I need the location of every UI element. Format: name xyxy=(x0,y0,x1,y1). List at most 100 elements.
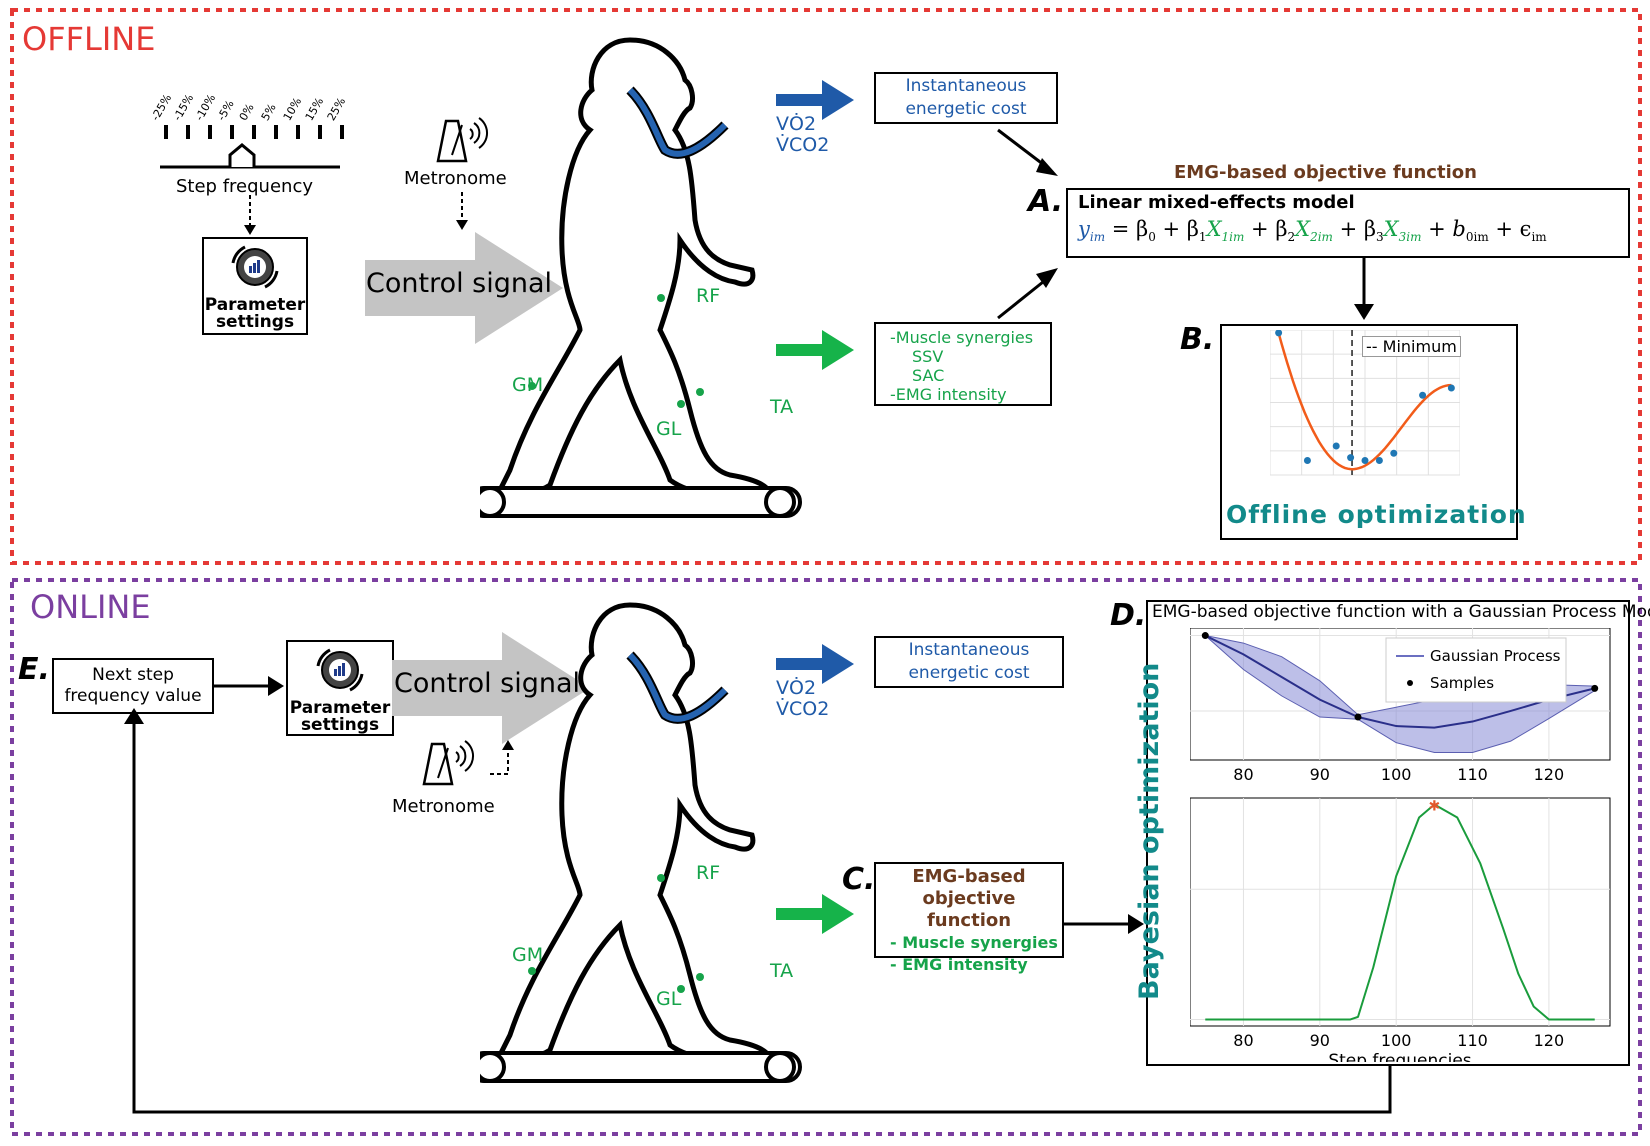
x-tick-label: 120 xyxy=(1534,765,1565,784)
letter-a: A. xyxy=(1028,184,1064,219)
metronome-label-online: Metronome xyxy=(392,796,495,817)
control-signal-arrow xyxy=(365,232,563,344)
data-point xyxy=(1390,449,1398,457)
emg-item-sac: SAC xyxy=(912,366,945,385)
instantaneous-cost-box-online: Instantaneous energetic cost xyxy=(874,636,1064,688)
gp-chart: 809010011012034Gaussian ProcessSamplesOb… xyxy=(1190,628,1611,1062)
step-frequency-scale xyxy=(160,125,344,169)
ei-plot-frame xyxy=(1190,797,1611,1027)
blue-arrow xyxy=(776,80,854,120)
arrows-to-model xyxy=(997,128,1058,320)
instantaneous-cost-box: Instantaneous energetic cost xyxy=(874,72,1058,124)
parameter-settings-box: Parameter settings xyxy=(202,237,308,335)
emg-item-intensity: -EMG intensity xyxy=(890,385,1007,404)
emg-objective-title-online: EMG-based objective function xyxy=(912,866,1026,931)
data-point xyxy=(1375,457,1383,464)
data-point xyxy=(1303,457,1311,464)
green-arrow xyxy=(776,330,854,370)
online-title: ONLINE xyxy=(30,588,151,626)
parameter-settings-label-online: Parameter settings xyxy=(289,698,391,735)
legend-box xyxy=(1385,637,1567,703)
vo2-label-online: VȮ2 xyxy=(776,677,817,699)
muscle-gl-label-online: GL xyxy=(656,988,682,1010)
metronome-icon xyxy=(436,117,488,163)
legend-gp-label: Gaussian Process xyxy=(1430,647,1561,665)
vo2-label: VȮ2 xyxy=(776,113,817,135)
emg-objective-heading: EMG-based objective function xyxy=(1174,162,1477,183)
dashed-arrow-metronome xyxy=(456,192,468,230)
x-tick-label: 80 xyxy=(1233,765,1253,784)
x-tick-label: 100 xyxy=(1381,765,1412,784)
lme-title: Linear mixed-effects model xyxy=(1078,192,1355,213)
muscle-gl-label: GL xyxy=(656,418,682,440)
max-star-icon: ✱ xyxy=(1428,799,1440,815)
gp-title: EMG-based objective function with a Gaus… xyxy=(1152,602,1650,622)
slider-marker xyxy=(228,143,256,167)
emg-item-ssv: SSV xyxy=(912,347,944,366)
gp-mean-line xyxy=(1204,634,1595,729)
control-signal-label-online: Control signal xyxy=(394,668,581,699)
x-tick-label: 80 xyxy=(1233,1031,1253,1050)
arrow-to-offline-opt xyxy=(1354,258,1374,320)
dashed-arrow-metronome-online xyxy=(490,740,514,775)
lme-model-box: Linear mixed-effects model yim = β0 + β1… xyxy=(1066,188,1630,258)
gear-icon xyxy=(231,245,279,289)
muscle-ta-label-online: TA xyxy=(770,960,794,982)
letter-b: B. xyxy=(1180,322,1215,357)
metronome-label: Metronome xyxy=(404,168,507,189)
data-point xyxy=(1347,454,1355,462)
bayesian-optimization-label: Bayesian optimization xyxy=(1134,662,1165,1000)
fit-curve xyxy=(1277,332,1452,471)
x-axis-label: Step frequencies xyxy=(1328,1051,1471,1062)
feedback-loop-arrow xyxy=(124,708,1392,1114)
sample-point xyxy=(1591,684,1599,692)
legend-samples-label: Samples xyxy=(1430,674,1494,692)
x-tick-label: 90 xyxy=(1310,1031,1330,1050)
letter-e: E. xyxy=(18,652,50,687)
offline-frame xyxy=(10,8,1642,565)
muscle-rf-label: RF xyxy=(696,285,721,307)
data-point xyxy=(1275,330,1283,337)
x-tick-label: 120 xyxy=(1534,1031,1565,1050)
data-point xyxy=(1332,442,1340,450)
offline-optimization-label: Offline optimization xyxy=(1226,500,1527,529)
green-arrow xyxy=(776,894,854,934)
lme-equation: yim = β0 + β1X1im + β2X2im + β3X3im + b0… xyxy=(1078,217,1547,245)
arrow-to-settings-online xyxy=(214,676,284,696)
emg-objective-item-2: - EMG intensity xyxy=(890,955,1028,974)
control-signal-arrow-online xyxy=(392,632,590,744)
muscle-gm-label-online: GM xyxy=(512,944,544,966)
letter-c: C. xyxy=(842,862,876,897)
emg-item-synergies: -Muscle synergies xyxy=(890,328,1034,347)
ei-line xyxy=(1205,803,1595,1021)
emg-items-box: -Muscle synergies SSV SAC -EMG intensity xyxy=(874,322,1052,406)
step-frequency-label: Step frequency xyxy=(176,176,313,197)
muscle-gm-label: GM xyxy=(512,374,544,396)
parameter-settings-box-online: Parameter settings xyxy=(286,640,394,736)
dashed-arrow-to-settings xyxy=(244,195,256,235)
blue-arrow xyxy=(776,644,854,684)
data-point xyxy=(1447,384,1455,392)
gear-icon xyxy=(316,648,364,692)
offline-title: OFFLINE xyxy=(22,20,156,58)
vco2-label: V̇CO2 xyxy=(776,134,830,156)
metronome-icon xyxy=(422,740,474,786)
minimum-legend: -- Minimum xyxy=(1362,336,1461,357)
x-tick-label: 90 xyxy=(1310,765,1330,784)
data-point xyxy=(1419,391,1427,399)
emg-objective-box-online: EMG-based objective function - Muscle sy… xyxy=(874,862,1064,974)
control-signal-label: Control signal xyxy=(366,268,553,299)
walking-person-icon xyxy=(480,602,802,1083)
x-tick-label: 110 xyxy=(1457,1031,1488,1050)
gp-plot-frame xyxy=(1190,628,1611,761)
muscle-ta-label: TA xyxy=(770,396,794,418)
muscle-rf-label-online: RF xyxy=(696,862,721,884)
sample-point xyxy=(1201,632,1209,640)
emg-objective-item-1: - Muscle synergies xyxy=(890,933,1058,952)
parameter-settings-label: Parameter settings xyxy=(204,295,306,332)
sample-point xyxy=(1354,713,1362,721)
x-tick-label: 100 xyxy=(1381,1031,1412,1050)
arrow-to-bayesian xyxy=(1064,914,1144,934)
x-tick-label: 110 xyxy=(1457,765,1488,784)
